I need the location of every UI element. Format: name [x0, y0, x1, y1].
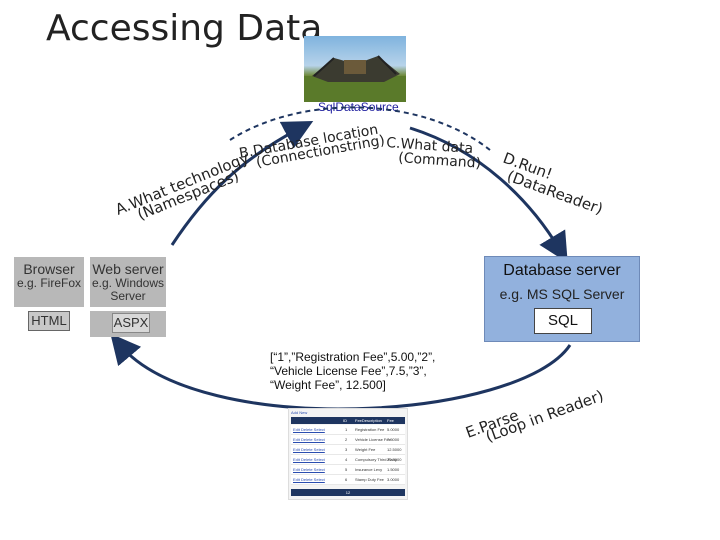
- dbserver-subtitle: e.g. MS SQL Server: [499, 286, 625, 302]
- result-data-text: [“1”,”Registration Fee”,5.00,”2”, “Vehic…: [270, 350, 480, 392]
- browser-subtitle: e.g. FireFox: [16, 276, 82, 290]
- table-row: Edit Delete Select 1 Registration Fee 5.…: [291, 425, 405, 435]
- table-header: ID FeeDescription Fee: [291, 417, 405, 424]
- row-description: Registration Fee: [355, 427, 385, 432]
- dbserver-box: Database server e.g. MS SQL Server: [484, 256, 640, 342]
- arc-label-d-line2: (DataReader): [505, 167, 606, 218]
- row-id: 6: [345, 477, 348, 482]
- header-description: FeeDescription: [355, 418, 382, 423]
- dashed-top-arc: [229, 106, 491, 151]
- result-line-3: “Weight Fee”, 12.500]: [270, 378, 386, 392]
- row-actions[interactable]: Edit Delete Select: [293, 477, 325, 482]
- row-description: Weight Fee: [355, 447, 376, 452]
- table-row: Edit Delete Select 5 Insurance Levy 1.50…: [291, 465, 405, 475]
- result-line-2: “Vehicle License Fee”,7.5,”3”,: [270, 364, 427, 378]
- row-description: Insurance Levy: [355, 467, 383, 472]
- result-table: Add New ID FeeDescription Fee Edit Delet…: [288, 408, 408, 500]
- row-id: 5: [345, 467, 348, 472]
- row-fee: 22.5000: [387, 457, 402, 462]
- webserver-subtitle-line2: Server: [110, 289, 146, 303]
- aspx-tag: ASPX: [112, 313, 150, 333]
- row-actions[interactable]: Edit Delete Select: [293, 447, 325, 452]
- row-actions[interactable]: Edit Delete Select: [293, 457, 325, 462]
- add-new-link[interactable]: Add New: [291, 410, 308, 415]
- row-actions[interactable]: Edit Delete Select: [293, 427, 325, 432]
- row-id: 4: [345, 457, 348, 462]
- row-description: Compulsory Third Party: [355, 457, 397, 462]
- arc-label-c-line1: C.What data: [386, 135, 474, 157]
- row-fee: 12.5000: [387, 447, 402, 452]
- table-row: Edit Delete Select 4 Compulsory Third Pa…: [291, 455, 405, 465]
- machine-image: [304, 55, 406, 102]
- table-row: Edit Delete Select 3 Weight Fee 12.5000: [291, 445, 405, 455]
- table-row: Edit Delete Select 6 Stamp Duty Fee 3.00…: [291, 475, 405, 485]
- result-line-1: [“1”,”Registration Fee”,5.00,”2”,: [270, 350, 436, 364]
- row-description: Vehicle License Fee: [355, 437, 391, 442]
- row-description: Stamp Duty Fee: [355, 477, 384, 482]
- row-fee: 1.5000: [387, 467, 400, 472]
- arc-sqldatasource-to-dbserver: [409, 126, 568, 263]
- header-id: ID: [343, 418, 347, 423]
- row-actions[interactable]: Edit Delete Select: [293, 437, 325, 442]
- row-fee: 7.5000: [387, 437, 400, 442]
- row-id: 3: [345, 447, 348, 452]
- dbserver-title: Database server: [503, 262, 621, 279]
- sqldatasource-label: SqlDataSource: [318, 100, 399, 114]
- row-fee: 3.0000: [387, 477, 400, 482]
- arc-webserver-to-sqldatasource: [170, 120, 314, 246]
- header-fee: Fee: [387, 418, 394, 423]
- row-actions[interactable]: Edit Delete Select: [293, 467, 325, 472]
- arc-label-c-line2: (Command): [398, 150, 482, 172]
- row-id: 1: [345, 427, 348, 432]
- sqldatasource-photo: [304, 36, 406, 102]
- browser-title: Browser: [23, 261, 75, 277]
- table-row: Edit Delete Select 2 Vehicle License Fee…: [291, 435, 405, 445]
- webserver-subtitle-line1: e.g. Windows: [91, 276, 165, 290]
- webserver-box: Web server e.g. Windows Server: [90, 257, 166, 307]
- row-fee: 5.0000: [387, 427, 400, 432]
- browser-box: Browser e.g. FireFox: [14, 257, 84, 307]
- webserver-title: Web server: [92, 261, 164, 277]
- row-id: 2: [345, 437, 348, 442]
- html-tag: HTML: [28, 311, 70, 331]
- sql-tag: SQL: [534, 308, 592, 334]
- slide-title: Accessing Data: [46, 8, 323, 49]
- table-pager[interactable]: 12: [291, 489, 405, 496]
